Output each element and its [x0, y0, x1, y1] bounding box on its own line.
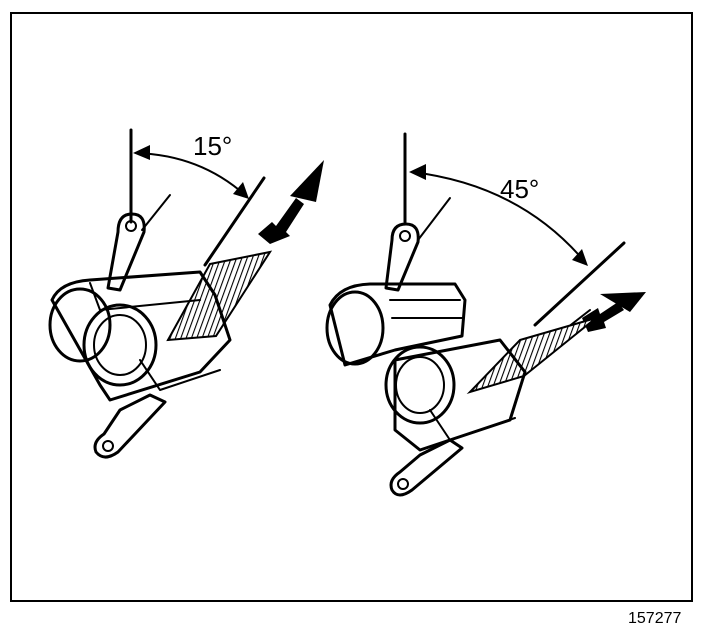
right-mount-tab [389, 438, 464, 497]
left-bracket-hole [125, 220, 137, 232]
right-tab-hole [397, 478, 409, 490]
right-arc-arrowhead-start [409, 164, 426, 180]
left-retractor-view: 15° [48, 128, 324, 459]
left-spool-cover [48, 287, 112, 363]
right-angle-arc [411, 171, 586, 263]
left-spool-cover-front [82, 303, 158, 387]
left-angle-label: 15° [193, 131, 232, 161]
left-pull-arrow [258, 198, 304, 244]
right-mount-bracket [384, 222, 420, 292]
left-arc-arrowhead-start [133, 145, 150, 160]
right-pull-arrow-head [600, 292, 646, 312]
right-bracket-link [417, 197, 451, 241]
left-webbing-edge [203, 176, 266, 267]
left-spool-inner [93, 314, 147, 376]
left-retractor-housing [50, 270, 232, 402]
diagram-frame [10, 12, 693, 602]
left-mount-bracket [106, 212, 146, 292]
figure-number: 157277 [628, 610, 682, 627]
right-retractor-view: 45° [325, 132, 646, 497]
left-arc-arrowhead-end [233, 182, 249, 199]
right-spool-cover [325, 290, 385, 366]
right-bracket-hole [399, 230, 411, 242]
right-angle-label: 45° [500, 174, 539, 204]
right-webbing-edge [533, 241, 626, 327]
right-arc-arrowhead-end [572, 249, 588, 266]
left-webbing-hatch [166, 250, 273, 342]
left-tab-hole [102, 440, 114, 452]
left-mount-tab [93, 393, 167, 459]
right-spool-inner [395, 356, 445, 414]
right-pull-arrow [582, 302, 624, 332]
left-bracket-link [141, 194, 171, 231]
left-pull-arrow-head [290, 160, 324, 202]
right-retractor-housing-upper [328, 282, 467, 367]
right-spool-cover-front [384, 345, 456, 425]
right-webbing-hatch [466, 317, 597, 395]
